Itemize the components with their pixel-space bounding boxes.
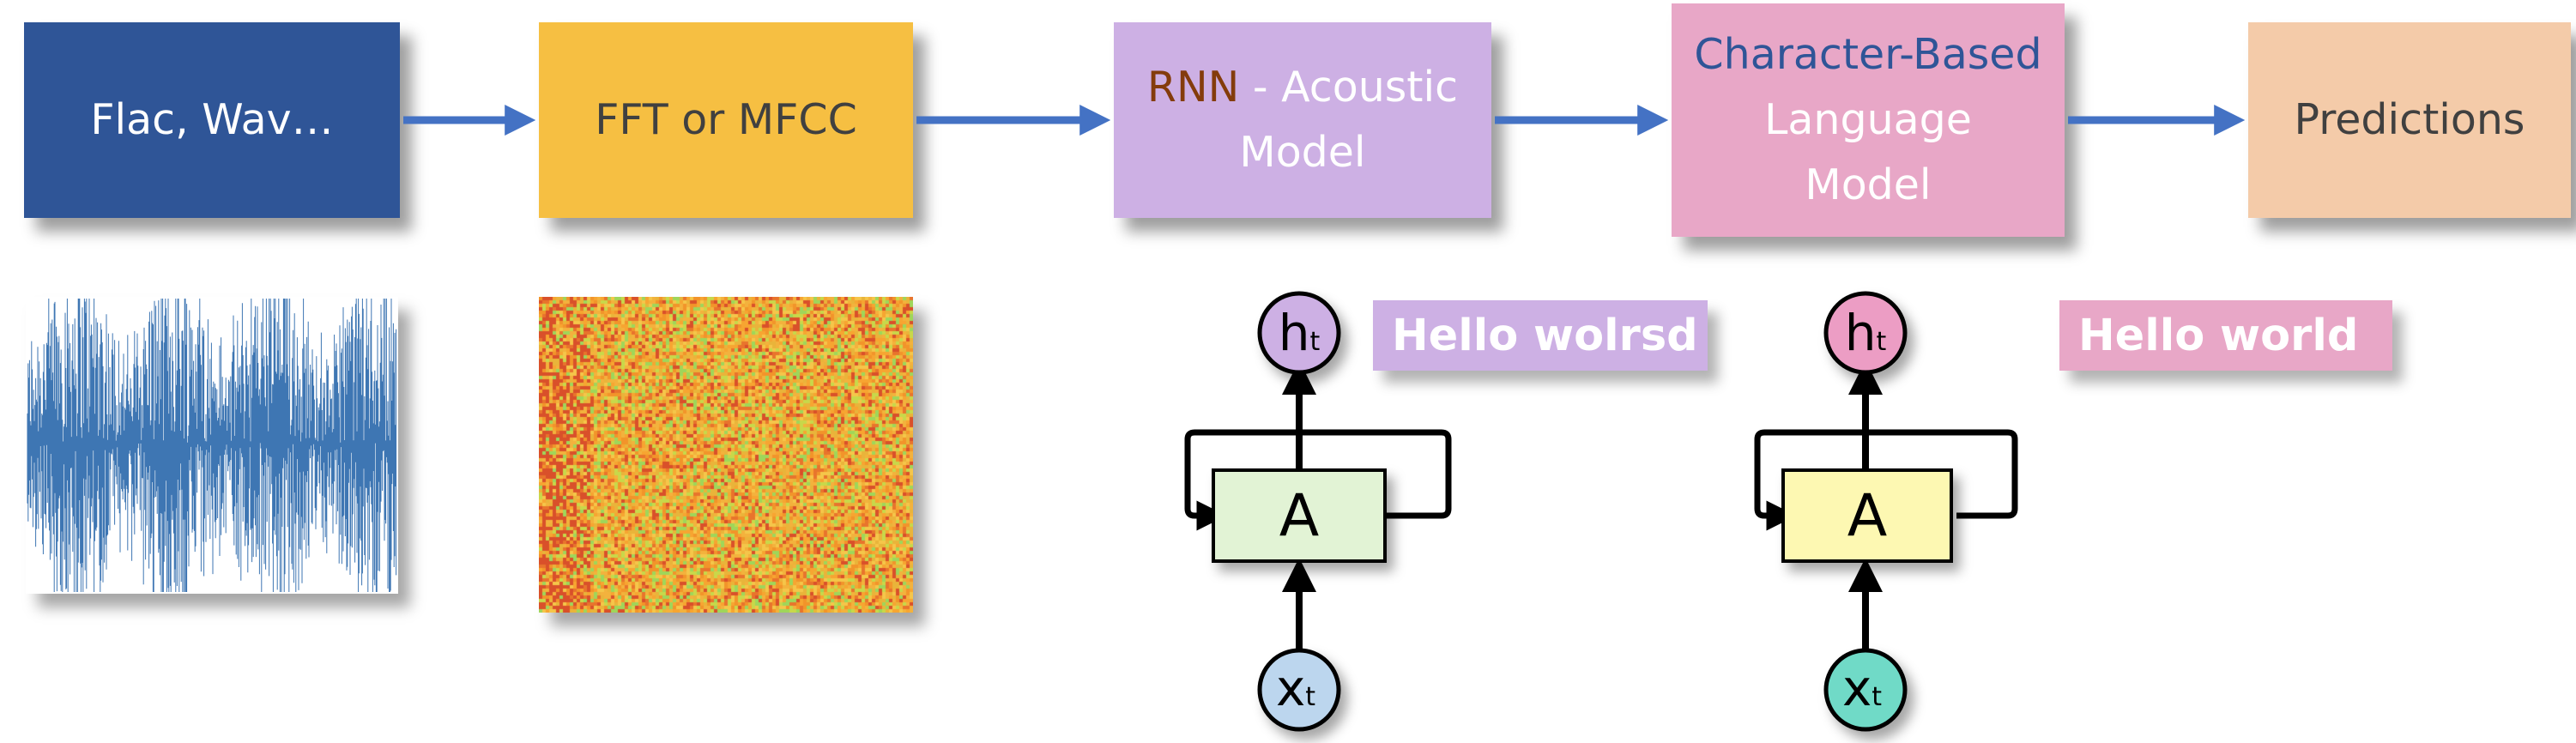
input-audio-label: Flac, Wav… [90, 95, 334, 144]
spectrogram-canvas [539, 297, 913, 613]
language-output-tag: Hello world [2059, 300, 2392, 371]
svg-text:xt: xt [1842, 659, 1882, 717]
hidden-subscript: t [1310, 327, 1321, 357]
hidden-state-node [1257, 291, 1341, 375]
input-label: x [1276, 659, 1305, 717]
dash-label: - [1239, 63, 1282, 112]
rnn-cell-language: A ht xt [1754, 291, 2018, 732]
feature-extraction-label: FFT or MFCC [595, 95, 857, 144]
acoustic-output-text: Hello wolrsd [1392, 310, 1698, 361]
waveform-plot [27, 299, 397, 592]
hidden-state-node [1823, 291, 1908, 375]
recurrent-loop-arrow [1754, 429, 2018, 531]
cell-label: A [1847, 482, 1888, 550]
svg-text:xt: xt [1276, 659, 1315, 717]
language-model-box: Character-Based Language Model [1672, 3, 2065, 237]
input-node [1823, 648, 1908, 732]
input-node [1257, 648, 1341, 732]
input-label: x [1842, 659, 1872, 717]
spectrogram-image [539, 297, 913, 613]
svg-text:ht: ht [1845, 304, 1887, 362]
cell-box [1212, 468, 1387, 563]
feature-extraction-box: FFT or MFCC [539, 22, 913, 218]
waveform-image [26, 297, 398, 594]
hidden-subscript: t [1877, 327, 1887, 357]
hidden-label: h [1845, 304, 1877, 362]
language-output-text: Hello world [2078, 310, 2359, 361]
acoustic-label: Acoustic [1281, 63, 1459, 112]
cell-label: A [1279, 482, 1320, 550]
predictions-label: Predictions [2294, 95, 2525, 144]
svg-text:ht: ht [1279, 304, 1321, 362]
acoustic-model-box: RNN - Acoustic Model [1114, 22, 1491, 218]
language-label: Language [1764, 95, 1972, 144]
input-audio-box: Flac, Wav… [24, 22, 400, 218]
waveform-trace [27, 299, 397, 592]
acoustic-output-tag: Hello wolrsd [1373, 300, 1708, 371]
input-subscript: t [1872, 682, 1882, 712]
rnn-label: RNN [1146, 63, 1240, 112]
cell-box [1781, 468, 1953, 563]
model-label: Model [1239, 128, 1366, 177]
predictions-box: Predictions [2248, 22, 2571, 218]
rnn-cell-acoustic: A ht xt [1184, 291, 1452, 732]
input-subscript: t [1305, 682, 1315, 712]
character-based-label: Character-Based [1694, 30, 2042, 79]
recurrent-loop-arrow [1184, 429, 1452, 531]
hidden-label: h [1279, 304, 1310, 362]
lm-model-label: Model [1805, 160, 1932, 209]
